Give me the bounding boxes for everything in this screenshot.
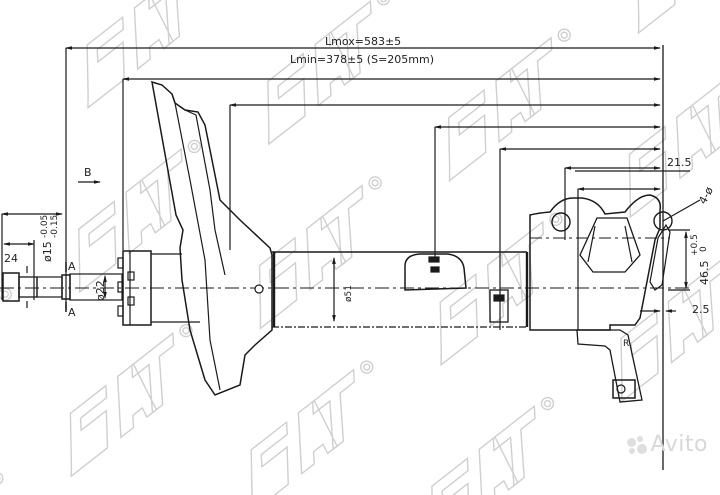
bracket-height-label: 46.5 — [698, 261, 711, 286]
rod-dia-label: ø15 — [41, 241, 54, 262]
avito-logo-icon — [626, 436, 649, 454]
view-b-label: B — [84, 166, 92, 179]
section-a-bottom: A — [68, 306, 76, 319]
bracket-mark-r: R — [623, 339, 629, 349]
rod-dia-tol-lower: -0.15 — [50, 215, 60, 238]
bolt-holes-label: 4-ø — [696, 184, 716, 206]
bracket-gap-label: 2.5 — [692, 303, 710, 316]
bracket-height-tol-upper: +0.5 — [690, 234, 700, 256]
body-dia-label: ø51 — [344, 285, 354, 302]
bracket-offset-label: 21.5 — [667, 156, 692, 169]
bracket-height-tol-lower: 0 — [699, 246, 709, 252]
avito-text: Avito — [650, 432, 708, 457]
rod-dia-tol-upper: -0.05 — [40, 215, 50, 238]
lmin-label: Lmin=378±5 (S=205mm) — [290, 53, 434, 66]
thread-length-label: 24 — [4, 252, 18, 265]
lmax-label: Lmox=583±5 — [325, 35, 401, 48]
collar-dia-label: ø22 — [94, 280, 107, 301]
avito-badge: Avito — [626, 432, 708, 457]
section-a-top: A — [68, 260, 76, 273]
